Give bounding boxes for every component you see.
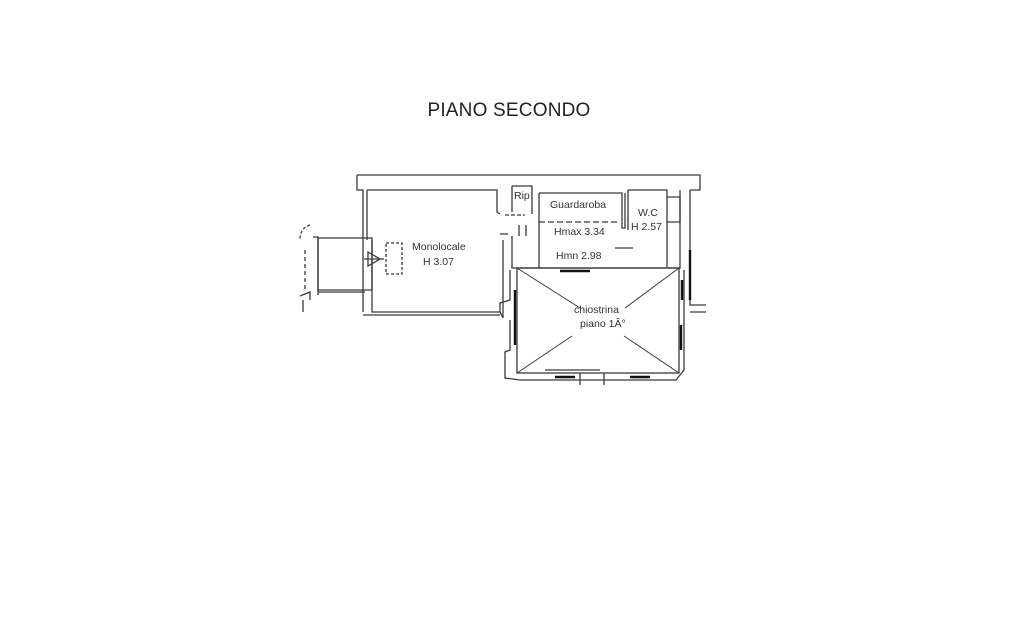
room-hmin-guardaroba: Hmn 2.98	[556, 250, 602, 262]
chiostrina-bottom-details	[545, 369, 605, 385]
plan-title: PIANO SECONDO	[427, 100, 591, 121]
chiostrina-left-wall	[499, 270, 521, 381]
corridor-wall	[511, 236, 540, 269]
room-hmax-guardaroba: Hmax 3.34	[554, 226, 605, 238]
fixture-dashed	[385, 242, 403, 275]
monolocale-bottom-wall	[371, 240, 504, 319]
rip-closet	[511, 185, 533, 214]
room-label-chiostrina: chiostrina	[574, 304, 619, 316]
right-outer-wall	[689, 190, 706, 313]
left-outer-wall	[356, 175, 364, 312]
annex-door-arc	[299, 224, 311, 241]
chiostrina-diagonals	[516, 267, 680, 374]
wc-walls	[627, 189, 668, 267]
chiostrina-outer	[520, 270, 685, 381]
room-height-wc: H 2.57	[631, 221, 662, 233]
room-label-wc: W.C	[638, 207, 658, 219]
corridor-marks	[500, 225, 527, 236]
chiostrina-outline	[516, 267, 680, 374]
room-label-guardaroba: Guardaroba	[550, 199, 606, 211]
chiostrina-right-window	[679, 280, 684, 350]
annex-left-wall	[313, 236, 319, 295]
annex-bottom-detail	[299, 291, 311, 300]
room-subtitle-chiostrina: piano 1Â°	[580, 317, 626, 330]
wc-window-niche	[667, 196, 681, 223]
room-label-monolocale: Monolocale	[412, 241, 466, 253]
top-outer-wall	[357, 174, 701, 191]
room-height-monolocale: H 3.07	[423, 256, 454, 268]
monolocale-top-wall	[367, 189, 501, 215]
annex-room	[317, 237, 373, 291]
room-label-rip: Rip	[514, 190, 530, 202]
